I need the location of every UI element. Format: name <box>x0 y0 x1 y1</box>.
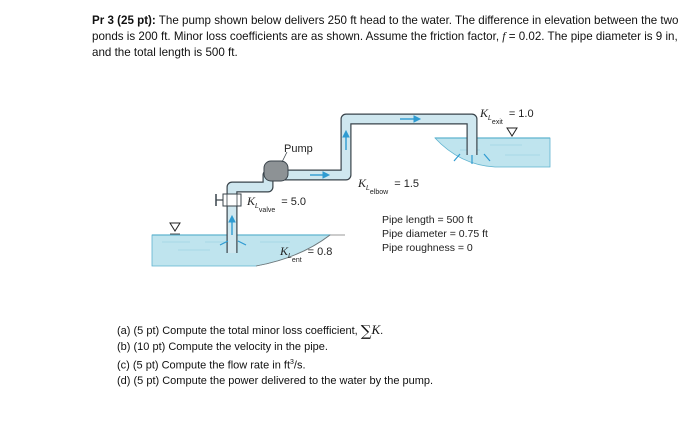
problem-statement: Pr 3 (25 pt): The pump shown below deliv… <box>92 13 688 62</box>
exit-k-label: KLexit = 1.0 <box>479 106 534 126</box>
problem-text-2: . The pipe diameter is 9 in, and the tot… <box>92 30 678 60</box>
question-a: (a) (5 pt) Compute the total minor loss … <box>117 322 677 340</box>
question-c-superscript: 3 <box>290 359 294 367</box>
pump-system-diagram: Pump KLvalve= 5.0 KLent= 0.8 KLelbow= 1.… <box>151 106 551 267</box>
lower-pond-water <box>151 234 332 267</box>
exit-k-value: = 1.0 <box>509 108 534 120</box>
elbow-k-subsub: elbow <box>370 189 389 196</box>
pipe-roughness-label: Pipe roughness = 0 <box>382 242 473 254</box>
exit-k-symbol: K <box>479 106 489 120</box>
pipe-diameter-label: Pipe diameter = 0.75 ft <box>382 228 488 240</box>
question-c-end: /s. <box>293 359 306 372</box>
flow-arrows <box>219 115 491 246</box>
friction-factor-value: = 0.02 <box>505 30 542 44</box>
valve-k-label: KLvalve = 5.0 <box>246 194 306 214</box>
question-c-text: (c) (5 pt) Compute the flow rate in ft <box>117 359 291 372</box>
lower-pond-bank <box>255 234 345 267</box>
sigma-symbol: ∑ <box>360 322 372 340</box>
pump-body <box>263 160 289 182</box>
valve-k-symbol: K <box>246 194 256 208</box>
pump-leader-line <box>281 151 288 163</box>
problem-text-1: The pump shown below delivers 250 ft hea… <box>92 14 679 44</box>
friction-factor-symbol: f <box>502 30 506 44</box>
valve-k-value: = 5.0 <box>281 196 306 208</box>
entrance-k-symbol: K <box>279 244 289 258</box>
entrance-k-sub: L <box>288 253 292 260</box>
upper-pond-water <box>434 137 551 168</box>
question-a-text: (a) (5 pt) Compute the total minor loss … <box>117 325 361 337</box>
valve-k-sub: L <box>255 203 259 210</box>
valve-k-subsub: valve <box>259 207 275 214</box>
questions-list: (a) (5 pt) Compute the total minor loss … <box>117 322 677 390</box>
lower-pond-level-marker <box>169 222 181 232</box>
question-c: (c) (5 pt) Compute the flow rate in ft3/… <box>117 355 677 374</box>
exit-k-subsub: exit <box>492 119 503 126</box>
pipe-length-label: Pipe length = 500 ft <box>382 214 473 226</box>
elbow-k-symbol: K <box>357 176 367 190</box>
entrance-k-subsub: ent <box>292 257 302 264</box>
elbow-k-sub: L <box>366 185 370 192</box>
pipe-fill <box>227 114 477 253</box>
k-symbol: K <box>371 322 381 337</box>
entrance-k-label: KLent = 0.8 <box>279 244 332 264</box>
pump-label: Pump <box>284 143 313 155</box>
exit-k-sub: L <box>488 115 492 122</box>
question-b: (b) (10 pt) Compute the velocity in the … <box>117 340 328 353</box>
lower-pond-dash-lines <box>162 241 290 251</box>
question-a-end: . <box>380 325 384 337</box>
valve <box>215 193 242 207</box>
elbow-k-value: = 1.5 <box>394 178 419 190</box>
elbow-k-label: KLelbow = 1.5 <box>357 176 419 196</box>
upper-pond-level-marker <box>506 127 518 137</box>
problem-heading: Pr 3 (25 pt): <box>92 14 156 27</box>
question-d: (d) (5 pt) Compute the power delivered t… <box>117 375 434 388</box>
entrance-k-value: = 0.8 <box>308 246 333 258</box>
